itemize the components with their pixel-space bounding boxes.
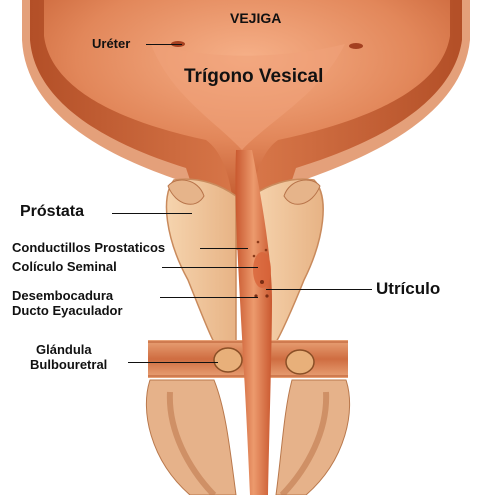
leader-utriculo bbox=[266, 289, 372, 290]
label-prostata: Próstata bbox=[20, 204, 84, 220]
corpus-right bbox=[276, 380, 350, 495]
ureter-opening-right bbox=[349, 43, 363, 49]
prostate-left-lobe bbox=[166, 179, 236, 342]
leader-ureter bbox=[146, 44, 182, 45]
leader-coliculo bbox=[162, 267, 258, 268]
label-glandula-1: Glándula bbox=[36, 343, 92, 356]
label-coliculo: Colículo Seminal bbox=[12, 260, 117, 273]
corpus-left bbox=[146, 380, 236, 495]
leader-prostata bbox=[112, 213, 192, 214]
label-desembocadura-2: Ducto Eyaculador bbox=[12, 304, 123, 317]
label-desembocadura-1: Desembocadura bbox=[12, 289, 113, 302]
label-ureter: Uréter bbox=[92, 37, 130, 50]
label-utriculo: Utrículo bbox=[376, 280, 440, 297]
label-glandula-2: Bulbouretral bbox=[30, 358, 107, 371]
leader-conductillos bbox=[200, 248, 248, 249]
label-trigono: Trígono Vesical bbox=[184, 67, 323, 86]
label-vejiga: VEJIGA bbox=[230, 11, 281, 25]
bulbourethral-gland-left bbox=[214, 348, 242, 372]
leader-desembocadura bbox=[160, 297, 258, 298]
label-conductillos: Conductillos Prostaticos bbox=[12, 241, 165, 254]
leader-glandula bbox=[128, 362, 218, 363]
bulbourethral-gland-right bbox=[286, 350, 314, 374]
